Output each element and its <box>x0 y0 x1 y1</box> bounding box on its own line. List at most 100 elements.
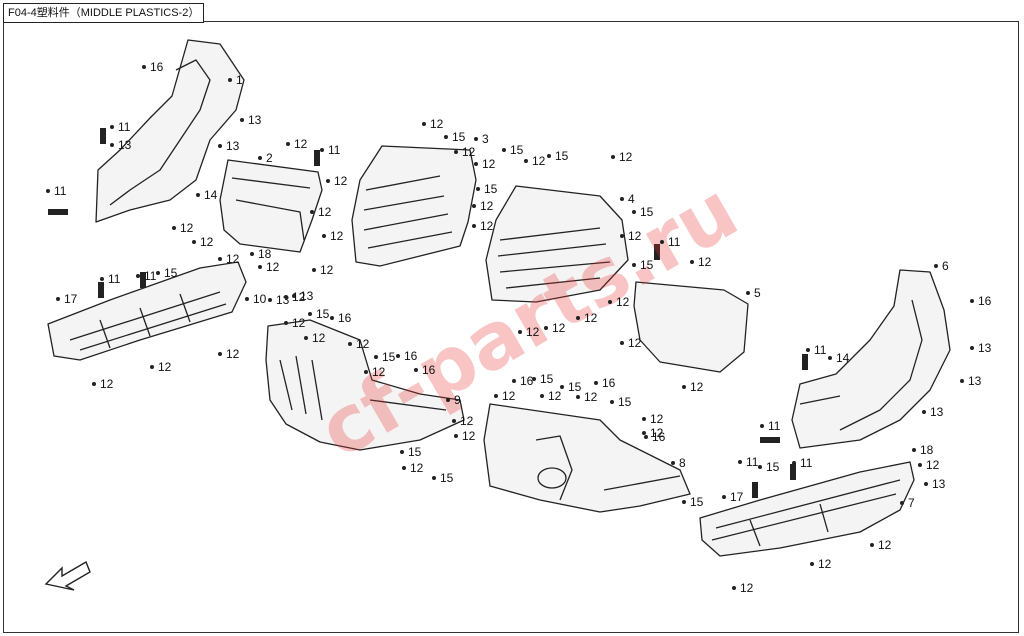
callout-number: 12 <box>878 538 892 552</box>
callout-number: 15 <box>408 445 422 459</box>
callout-number: 12 <box>482 157 496 171</box>
callout-number: 16 <box>652 430 666 444</box>
leader-dot <box>682 500 686 504</box>
leader-dot <box>284 295 288 299</box>
callout-number: 12 <box>292 316 306 330</box>
part-8-inner-detail <box>535 435 681 501</box>
leader-dot <box>172 226 176 230</box>
callout-number: 15 <box>510 143 524 157</box>
part-3-grid-panel[interactable] <box>351 145 477 267</box>
page-title: F04-4塑料件（MIDDLE PLASTICS-2） <box>3 3 205 23</box>
leader-dot <box>476 187 480 191</box>
callout-number: 11 <box>118 120 131 134</box>
leader-dot <box>258 156 262 160</box>
callout-number: 7 <box>908 496 915 510</box>
callout-number: 11 <box>144 269 157 283</box>
part-1-left-side-panel[interactable] <box>95 39 245 223</box>
leader-dot <box>348 342 352 346</box>
fastener-clip <box>140 272 146 288</box>
leader-dot <box>472 224 476 228</box>
callout-number: 12 <box>334 174 348 188</box>
fastener-clip <box>314 150 320 166</box>
leader-dot <box>245 297 249 301</box>
callout-number: 12 <box>356 337 370 351</box>
callout-number: 15 <box>766 460 780 474</box>
callout-number: 11 <box>328 143 341 157</box>
leader-dot <box>540 394 544 398</box>
leader-dot <box>228 78 232 82</box>
callout-number: 15 <box>440 471 454 485</box>
leader-dot <box>642 417 646 421</box>
leader-dot <box>722 495 726 499</box>
callout-number: 13 <box>226 139 240 153</box>
leader-dot <box>56 297 60 301</box>
callout-number: 13 <box>300 289 314 303</box>
leader-dot <box>682 385 686 389</box>
part-8-center-floor[interactable] <box>483 403 691 513</box>
part-10-left-footrest[interactable] <box>47 261 247 361</box>
callout-number: 12 <box>628 336 642 350</box>
callout-number: 9 <box>454 393 461 407</box>
fastener-clip <box>654 244 660 260</box>
leader-dot <box>250 252 254 256</box>
leader-dot <box>444 135 448 139</box>
callout-number: 15 <box>382 350 396 364</box>
leader-dot <box>620 197 624 201</box>
callout-number: 13 <box>118 138 132 152</box>
leader-dot <box>810 562 814 566</box>
callout-number: 15 <box>484 182 498 196</box>
part-5-bracket[interactable] <box>633 281 749 373</box>
leader-dot <box>312 268 316 272</box>
callout-number: 15 <box>568 380 582 394</box>
leader-dot <box>576 395 580 399</box>
callout-number: 12 <box>698 255 712 269</box>
leader-dot <box>502 148 506 152</box>
part-3-grid-lines <box>363 175 453 249</box>
orientation-arrow-icon <box>44 560 91 591</box>
part-4-ribbed-panel[interactable] <box>485 185 629 303</box>
callout-number: 15 <box>540 372 554 386</box>
leader-dot <box>310 210 314 214</box>
callout-number: 2 <box>266 151 273 165</box>
callout-number: 12 <box>158 360 172 374</box>
leader-dot <box>192 240 196 244</box>
callout-number: 12 <box>266 260 280 274</box>
callout-number: 12 <box>226 252 240 266</box>
part-10-rib-lines <box>69 291 227 351</box>
leader-dot <box>452 419 456 423</box>
leader-dot <box>760 424 764 428</box>
callout-number: 18 <box>258 247 272 261</box>
callout-number: 12 <box>226 347 240 361</box>
leader-dot <box>218 257 222 261</box>
fastener-clip <box>790 464 796 480</box>
leader-dot <box>518 330 522 334</box>
leader-dot <box>422 122 426 126</box>
callout-number: 13 <box>968 374 982 388</box>
leader-dot <box>320 148 324 152</box>
callout-number: 15 <box>640 258 654 272</box>
callout-number: 5 <box>754 286 761 300</box>
leader-dot <box>46 189 50 193</box>
leader-dot <box>308 312 312 316</box>
leader-dot <box>544 326 548 330</box>
leader-dot <box>671 461 675 465</box>
leader-dot <box>218 352 222 356</box>
leader-dot <box>960 379 964 383</box>
callout-number: 12 <box>548 389 562 403</box>
callout-number: 12 <box>480 199 494 213</box>
leader-dot <box>608 300 612 304</box>
callout-number: 12 <box>372 365 386 379</box>
leader-dot <box>364 370 368 374</box>
part-9-lower-floor-left[interactable] <box>265 319 465 451</box>
part-7-right-footrest[interactable] <box>699 461 915 557</box>
callout-number: 12 <box>502 389 516 403</box>
leader-dot <box>454 434 458 438</box>
callout-number: 12 <box>584 390 598 404</box>
callout-number: 11 <box>768 419 781 433</box>
part-6-right-side-panel[interactable] <box>791 269 951 449</box>
leader-dot <box>100 277 104 281</box>
leader-dot <box>402 466 406 470</box>
leader-dot <box>374 355 378 359</box>
callout-number: 12 <box>926 458 940 472</box>
leader-dot <box>454 150 458 154</box>
